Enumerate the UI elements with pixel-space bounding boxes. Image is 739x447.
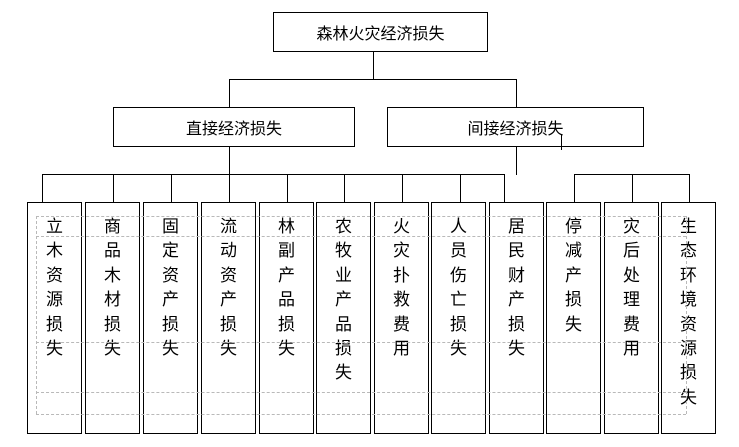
root-connector-down	[373, 52, 375, 80]
leaf-node-commercial-timber: 商品木材损失	[85, 202, 140, 434]
leaf-node-post-disaster-costs: 灾后处理费用	[604, 202, 659, 434]
leaf-drop	[689, 174, 691, 202]
indirect-connector-down	[516, 147, 518, 175]
leaf-drop	[42, 174, 44, 202]
leaf-label: 人员伤亡损失	[450, 217, 467, 360]
grid-line	[36, 216, 37, 414]
leaf-label: 灾后处理费用	[623, 217, 640, 360]
leaf-node-casualty-losses: 人员伤亡损失	[431, 202, 486, 434]
direct-connector-bar	[42, 174, 505, 176]
direct-loss-node: 直接经济损失	[113, 107, 355, 147]
leaf-label: 农牧业产品损失	[335, 217, 352, 384]
leaf-label: 停减产损失	[565, 217, 582, 335]
root-label: 森林火灾经济损失	[316, 24, 445, 43]
leaf-node-current-assets: 流动资产损失	[201, 202, 256, 434]
grid-line	[36, 236, 686, 237]
leaf-drop	[229, 174, 231, 202]
leaf-node-fixed-assets: 固定资产损失	[143, 202, 198, 434]
leaf-label: 火灾扑救费用	[393, 217, 410, 360]
leaf-drop	[504, 174, 506, 202]
leaf-drop	[113, 174, 115, 202]
leaf-drop	[460, 174, 462, 202]
root-connector-bar	[229, 79, 517, 81]
grid-line	[36, 392, 686, 393]
leaf-label: 立木资源损失	[46, 217, 63, 360]
grid-line	[36, 414, 686, 415]
leaf-drop	[287, 174, 289, 202]
leaf-node-resident-property: 居民财产损失	[489, 202, 544, 434]
grid-line	[36, 216, 686, 217]
leaf-label: 商品木材损失	[104, 217, 121, 360]
indirect-loss-cursor-tick	[561, 134, 563, 150]
leaf-label: 流动资产损失	[220, 217, 237, 360]
indirect-loss-label: 间接经济损失	[467, 119, 564, 138]
leaf-node-forest-byproducts: 林副产品损失	[259, 202, 314, 434]
leaf-node-agri-livestock-products: 农牧业产品损失	[316, 202, 371, 434]
direct-connector-down	[229, 147, 231, 175]
leaf-label: 居民财产损失	[508, 217, 525, 360]
direct-loss-label: 直接经济损失	[185, 119, 282, 138]
grid-line	[36, 342, 686, 343]
leaf-drop	[574, 174, 576, 202]
grid-line	[686, 216, 687, 414]
root-node: 森林火灾经济损失	[273, 12, 488, 52]
leaf-node-production-stoppage: 停减产损失	[546, 202, 601, 434]
leaf-drop	[402, 174, 404, 202]
leaf-node-firefighting-costs: 火灾扑救费用	[374, 202, 429, 434]
leaf-drop	[632, 174, 634, 202]
root-connector-left-drop	[229, 79, 231, 107]
indirect-loss-node: 间接经济损失	[387, 107, 644, 147]
leaf-label: 固定资产损失	[162, 217, 179, 360]
leaf-label: 生态环境资源损失	[680, 217, 697, 408]
leaf-drop	[344, 174, 346, 202]
leaf-drop	[171, 174, 173, 202]
leaf-label: 林副产品损失	[278, 217, 295, 360]
leaf-node-ecological-resources: 生态环境资源损失	[661, 202, 716, 434]
root-connector-right-drop	[516, 79, 518, 107]
